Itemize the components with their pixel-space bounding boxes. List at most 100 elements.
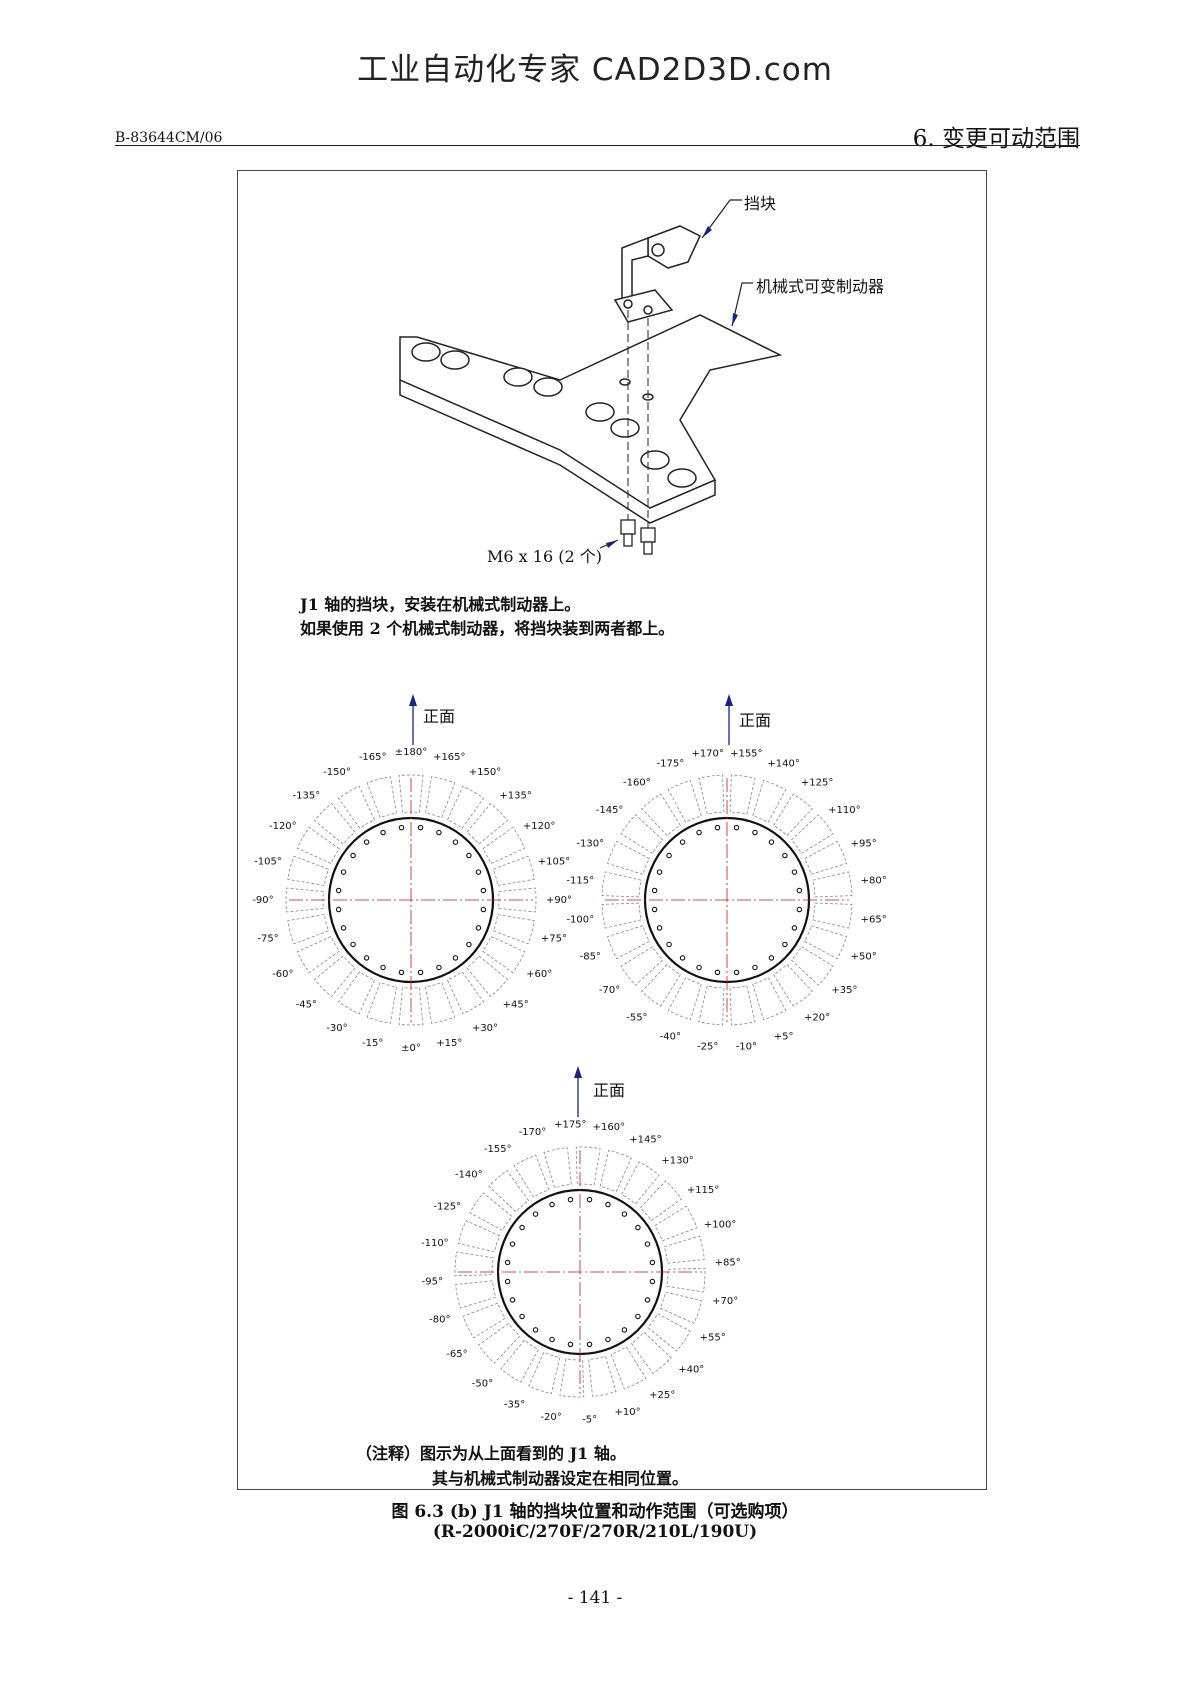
bolt-hole	[733, 969, 740, 976]
bolt-hole	[649, 1259, 656, 1266]
bolt-hole	[380, 829, 386, 836]
bolt-hole	[752, 964, 758, 971]
angle-label: -160°	[623, 778, 651, 789]
bolt-hole	[350, 941, 356, 948]
document-code: B-83644CM/06	[115, 130, 223, 146]
bolt-hole	[480, 887, 487, 894]
brake-leader-arrow	[732, 313, 738, 326]
angle-label: +135°	[499, 790, 531, 801]
angle-label: -105°	[254, 857, 282, 868]
angle-label: +65°	[861, 914, 887, 925]
figure-caption-models: (R-2000iC/270F/270R/210L/190U)	[432, 1522, 758, 1542]
stopper-slot	[647, 1313, 691, 1352]
bolt-hole	[644, 1241, 651, 1247]
angle-label: -115°	[566, 876, 594, 887]
angle-label: +40°	[678, 1365, 704, 1376]
angle-label: -140°	[455, 1169, 483, 1180]
stopper-slot	[752, 977, 787, 1021]
angle-label: -80°	[429, 1315, 450, 1326]
stopper-slot	[790, 946, 834, 986]
angle-label: -60°	[272, 969, 293, 980]
stopper-slot	[425, 981, 456, 1024]
bolt-hole	[696, 829, 702, 836]
stopper-slot	[804, 840, 848, 875]
stopper-slot	[606, 840, 650, 875]
stopper-slot	[659, 1291, 703, 1324]
angle-label: +80°	[861, 876, 887, 887]
figure-frame	[237, 170, 987, 1490]
section-title: 6. 变更可动范围	[912, 126, 1080, 152]
stopper-slot	[641, 963, 681, 1007]
angle-label: +105°	[538, 857, 570, 868]
stopper-slot	[477, 1322, 521, 1364]
remark-line-2: 其与机械式制动器设定在相同位置。	[432, 1469, 689, 1488]
bolt-hole	[466, 941, 472, 948]
bolt-hole	[651, 887, 658, 894]
bolt-hole	[549, 1336, 555, 1343]
angle-label: -40°	[660, 1032, 681, 1043]
stopper-slot	[296, 826, 340, 865]
stopper-slot	[296, 935, 340, 974]
bolt-hole	[509, 1241, 516, 1247]
note-line-2: 如果使用 2 个机械式制动器，将挡块装到两者都上。	[300, 619, 675, 638]
stopper-slot	[492, 855, 535, 886]
bolt-hole	[509, 1297, 516, 1303]
stopper-slot	[287, 855, 330, 886]
bolt-hole	[398, 824, 405, 831]
angle-label: +100°	[704, 1219, 736, 1230]
stopper-slot	[630, 1331, 672, 1375]
angle-label: -65°	[446, 1349, 467, 1360]
stopper-slot	[492, 914, 535, 945]
bolt-hole	[475, 925, 482, 931]
angle-label: +95°	[851, 838, 877, 849]
stopper-slot	[620, 946, 664, 986]
angle-label: +85°	[715, 1257, 741, 1268]
bolt-hole	[398, 969, 405, 976]
front-label: 正面	[739, 711, 772, 730]
bolt-hole	[649, 1278, 656, 1285]
stopper-slot	[500, 1339, 539, 1383]
bolt-hole	[340, 869, 347, 875]
stopper-slot	[698, 774, 725, 815]
stopper-slot	[488, 1169, 530, 1213]
bolt-hole	[519, 1313, 525, 1320]
bolt-hole	[791, 925, 798, 931]
stopper-slot	[446, 971, 485, 1015]
note-line-1: J1 轴的挡块，安装在机械式制动器上。	[300, 595, 581, 614]
angle-label: +15°	[436, 1038, 462, 1049]
dial-upper-left: ±180°-165°-150°-135°-120°-105°-90°-75°-6…	[252, 747, 572, 1054]
bolt-hole	[340, 925, 347, 931]
stopper-slot	[773, 793, 813, 837]
stopper-label: 挡块	[744, 194, 777, 213]
watermark-text: 工业自动化专家 CAD2D3D.com	[357, 52, 833, 88]
bolt-hole	[466, 852, 472, 859]
figure-caption: 图 6.3 (b) J1 轴的挡块位置和动作范围（可选购项）	[391, 1502, 799, 1522]
stopper-slot	[528, 1351, 561, 1395]
bolt-hole	[621, 1211, 628, 1217]
bolt-hole	[567, 1341, 574, 1348]
angle-label: -20°	[540, 1412, 561, 1423]
bolt-hole	[621, 1327, 628, 1333]
bolt-hole	[696, 964, 702, 971]
stopper-slot	[667, 779, 702, 823]
header-rule	[115, 145, 1080, 146]
bolt-hole	[504, 1259, 511, 1266]
front-arrow	[409, 694, 733, 1117]
stopper-slot	[482, 826, 526, 865]
stopper-slot	[641, 793, 681, 837]
angle-label: -100°	[566, 914, 594, 925]
bolt-hole	[335, 887, 342, 894]
angle-label: -90°	[252, 895, 273, 906]
bolt-hole	[417, 824, 424, 831]
angle-label: -35°	[504, 1400, 525, 1411]
angle-label: +55°	[700, 1332, 726, 1343]
stopper-slot	[667, 977, 702, 1021]
angle-label: +125°	[801, 778, 833, 789]
bolt-hole	[679, 955, 686, 961]
bolt-hole	[679, 839, 686, 845]
stopper-slot	[773, 963, 813, 1007]
stopper-slot	[606, 925, 650, 960]
stopper-slot	[543, 1147, 572, 1189]
stopper-slot	[498, 887, 537, 913]
bolt-hole	[452, 955, 459, 961]
